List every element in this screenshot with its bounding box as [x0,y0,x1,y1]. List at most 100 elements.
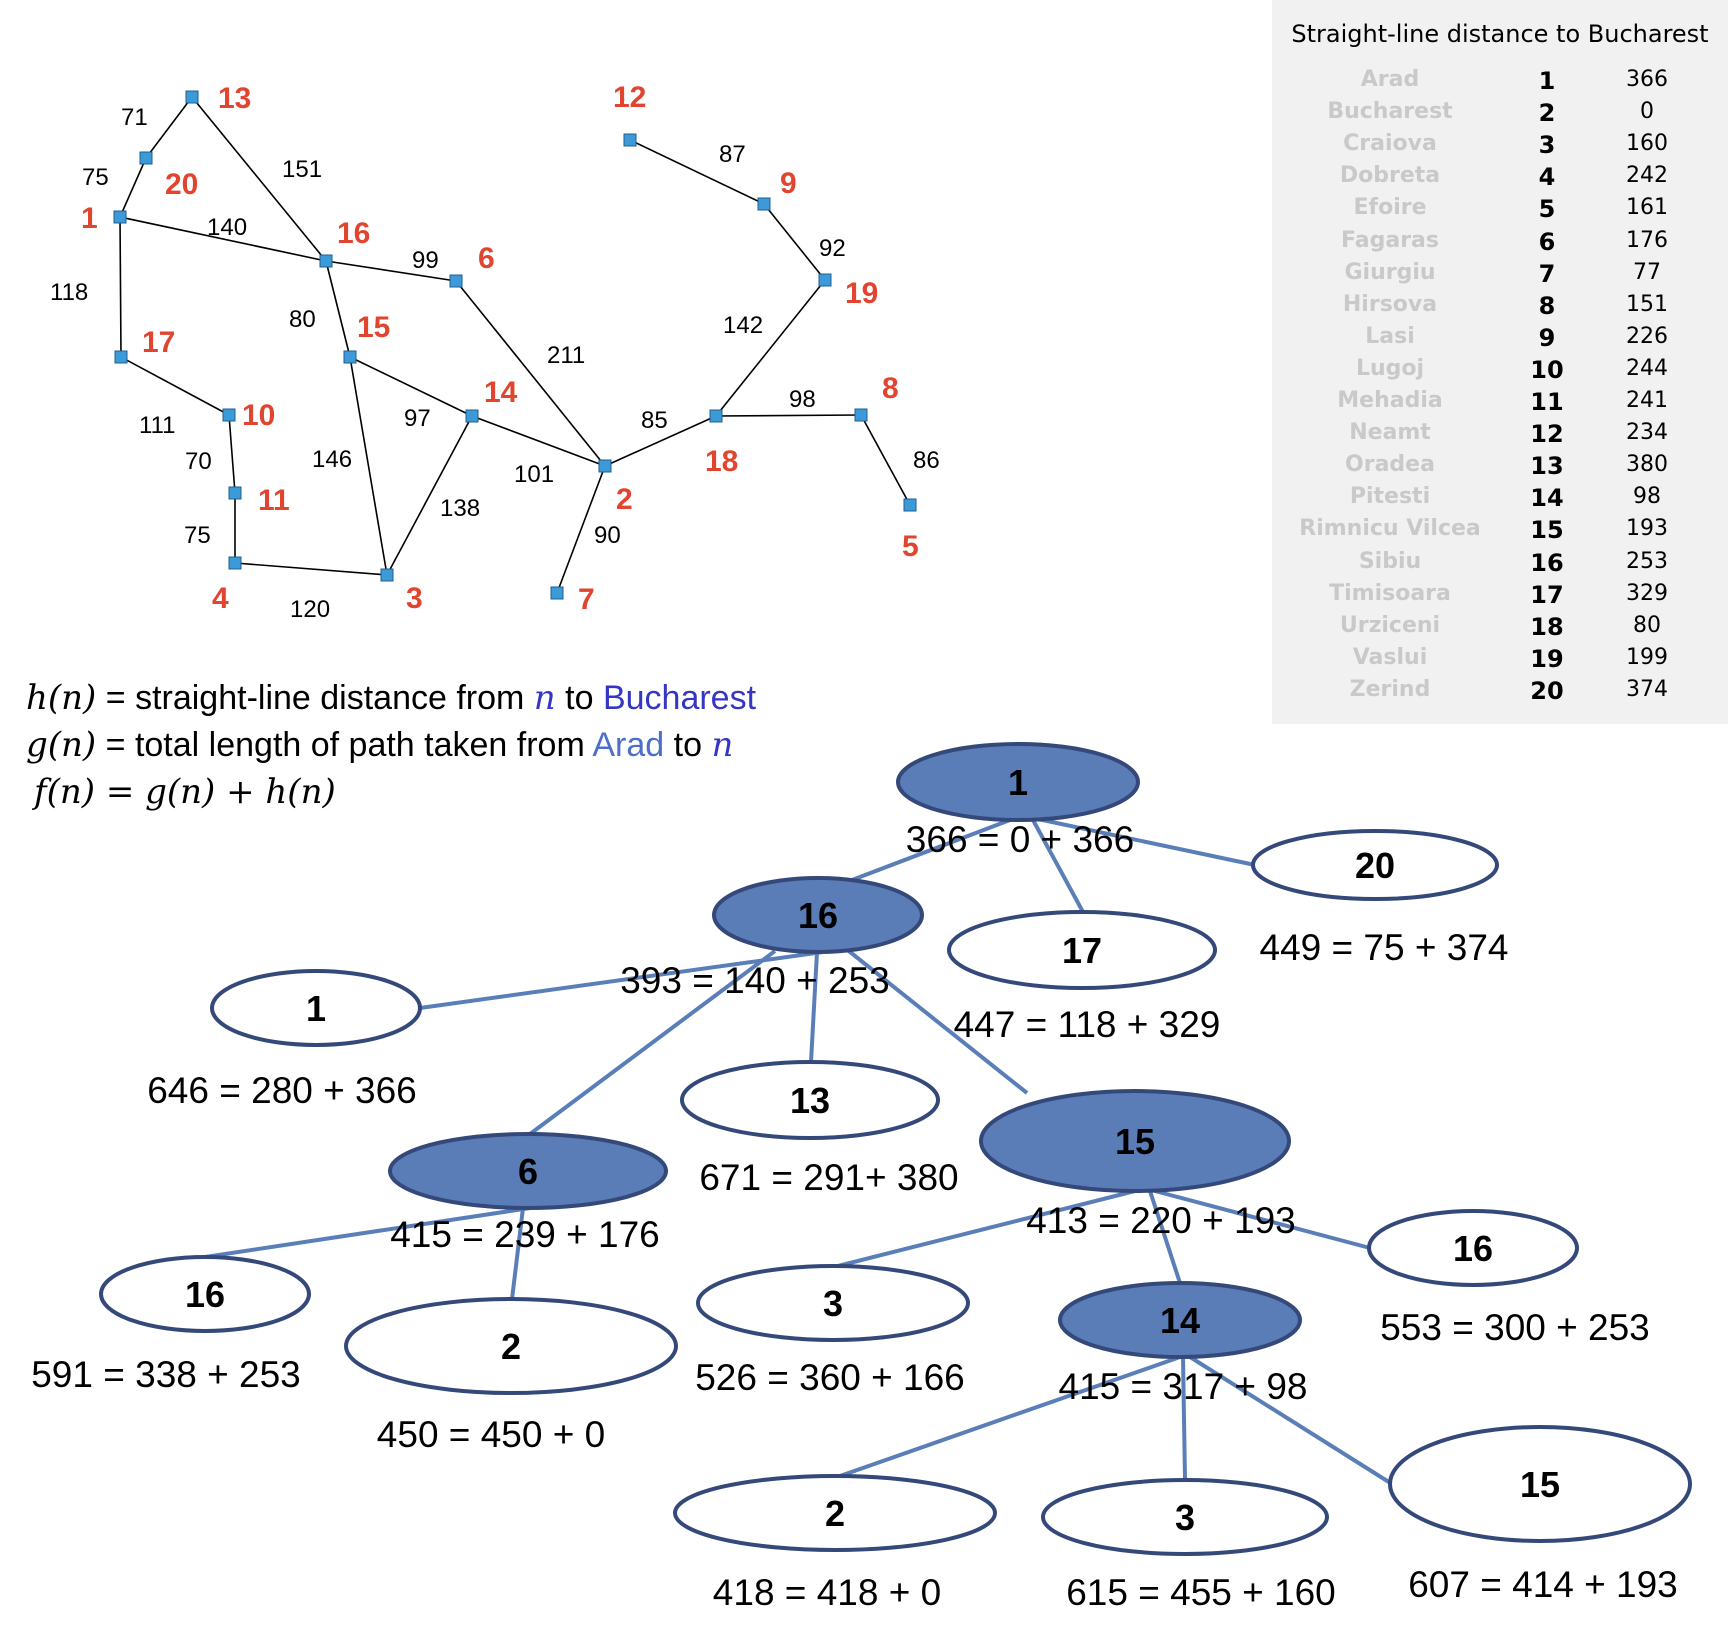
distance-value: 176 [1626,227,1668,253]
map-node [114,350,128,364]
map-node-label: 16 [337,217,370,250]
tree-node-label: 3 [823,1283,843,1324]
map-edge [145,96,193,159]
map-node [598,459,612,473]
map-node-label: 8 [882,372,899,405]
map-edge-weight: 142 [723,312,763,339]
search-tree-edge [839,1355,1181,1478]
tree-node-label: 1 [1008,762,1028,803]
map-edge [325,260,457,282]
map-edge-weight: 98 [789,386,816,413]
definition-f: f(n) = g(n) + h(n) [34,772,934,812]
map-edge [860,414,911,506]
definition-h: h(n) = straight-line distance from n to … [26,678,926,718]
distance-value: 80 [1633,612,1661,638]
city-id: 14 [1530,484,1564,513]
distance-value: 226 [1626,323,1668,349]
map-node-label: 7 [578,583,595,616]
map-node-label: 6 [478,242,495,275]
h-function: h(n) [26,678,97,718]
map-node-label: 19 [845,277,878,310]
map-edge [471,415,606,467]
map-edge-weight: 70 [185,448,212,475]
expanded-tree-node [712,876,924,954]
map-node [228,556,242,570]
distance-value: 374 [1626,676,1668,702]
straight-line-distance-table: Straight-line distance to Bucharest Arad… [1272,0,1728,724]
city-name: Arad [1360,67,1420,92]
city-name: Timisoara [1329,580,1451,606]
map-edge-weight: 138 [440,495,480,522]
tree-node-label: 2 [825,1493,845,1534]
tree-node-formula: 591 = 338 + 253 [31,1354,301,1395]
h-var: n [533,678,556,718]
g-text: = total length of path taken from [96,726,593,764]
map-edges [119,96,911,594]
map-node-label: 11 [258,484,290,517]
map-edge [455,280,606,467]
distance-value: 242 [1626,163,1668,189]
map-edge-weight: 75 [82,164,109,191]
map-node [185,90,199,104]
distance-value: 329 [1626,580,1668,606]
map-edge [349,356,388,576]
map-edge-weight: 80 [289,306,316,333]
distance-value: 161 [1626,195,1668,221]
tree-node-formula: 447 = 118 + 329 [954,1004,1221,1045]
search-tree-edge [510,1207,525,1300]
distance-value: 253 [1626,548,1668,574]
tree-node-label: 20 [1355,845,1395,886]
map-edge-weight: 101 [514,461,554,488]
map-edge-weight: 92 [819,235,846,262]
tree-node-label: 14 [1160,1300,1200,1341]
frontier-tree-node [696,1264,970,1342]
map-node-label: 20 [165,168,198,201]
tree-node-formula: 671 = 291+ 380 [699,1157,958,1198]
search-tree-edge [528,949,777,1136]
map-node-label: 18 [705,445,738,478]
city-id: 15 [1530,516,1564,545]
map-edge-weight: 111 [139,412,175,439]
map-edge [386,415,473,576]
map-node [465,409,479,423]
tree-node-label: 1 [306,988,326,1029]
city-id: 19 [1530,644,1564,673]
city-id: 11 [1530,388,1564,416]
tree-node-formula: 415 = 317 + 98 [1059,1366,1308,1407]
frontier-tree-node [1041,1478,1329,1556]
search-tree-edge [851,818,1011,882]
tree-node-formula: 366 = 0 + 366 [906,819,1134,860]
tree-node-formula: 413 = 220 + 193 [1026,1200,1296,1241]
city-name: Lugoj [1355,355,1425,381]
h-text: = straight-line distance from [96,679,534,717]
map-node-label: 13 [218,82,251,115]
map-edge-weight: 140 [207,214,247,241]
map-node [550,586,564,600]
tree-node-label: 17 [1062,930,1102,971]
frontier-tree-node [1251,829,1499,901]
map-node-label: 3 [406,582,423,615]
distance-value: 241 [1626,388,1668,413]
city-name: Dobreta [1339,163,1441,189]
city-name: Fagaras [1341,227,1439,253]
map-edge [325,260,351,358]
distance-value: 244 [1626,355,1668,381]
search-tree-edge [1148,1190,1182,1284]
map-edge [120,356,230,416]
city-name: Zerind [1349,676,1431,702]
map-edge [349,356,473,417]
map-node-label: 14 [484,376,518,409]
search-tree-edge [1031,819,1085,913]
h-mid: to [555,679,603,717]
